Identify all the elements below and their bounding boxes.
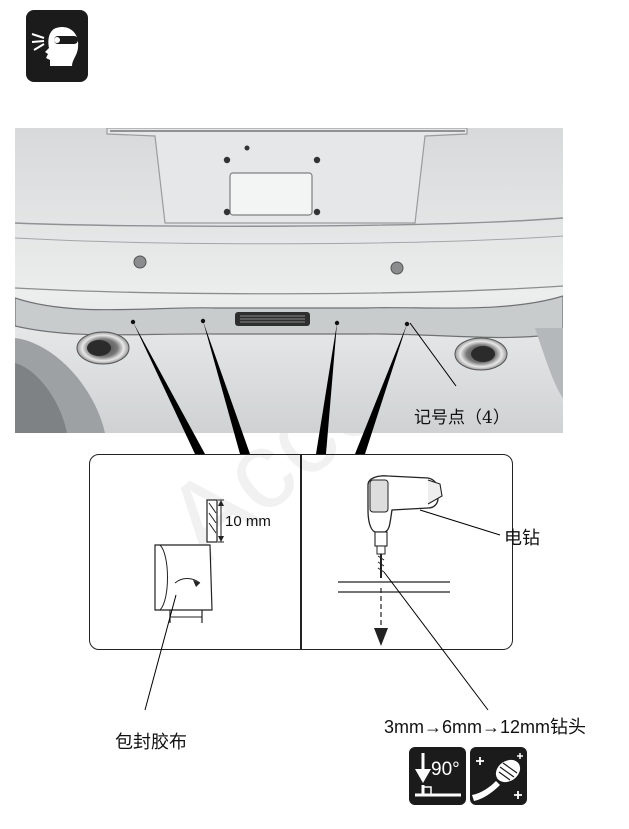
angle-label: 90° [431,759,460,780]
drill-bits-label: 3mm→6mm→12mm钻头 [384,717,587,737]
marker-points-label: 记号点（4） [414,408,510,428]
tape-label: 包封胶布 [115,732,187,753]
tape-drill-bit-diagram [154,499,224,623]
power-drill-diagram [338,475,450,646]
drill-label: 电钻 [504,528,540,549]
eye-protection-icon [26,10,88,82]
bumper-illustration [14,127,564,433]
perpendicular-90-icon: 90° [409,747,466,805]
panel-divider [300,454,302,650]
depth-label: 10 mm [225,513,271,530]
deburr-file-icon [470,747,527,805]
